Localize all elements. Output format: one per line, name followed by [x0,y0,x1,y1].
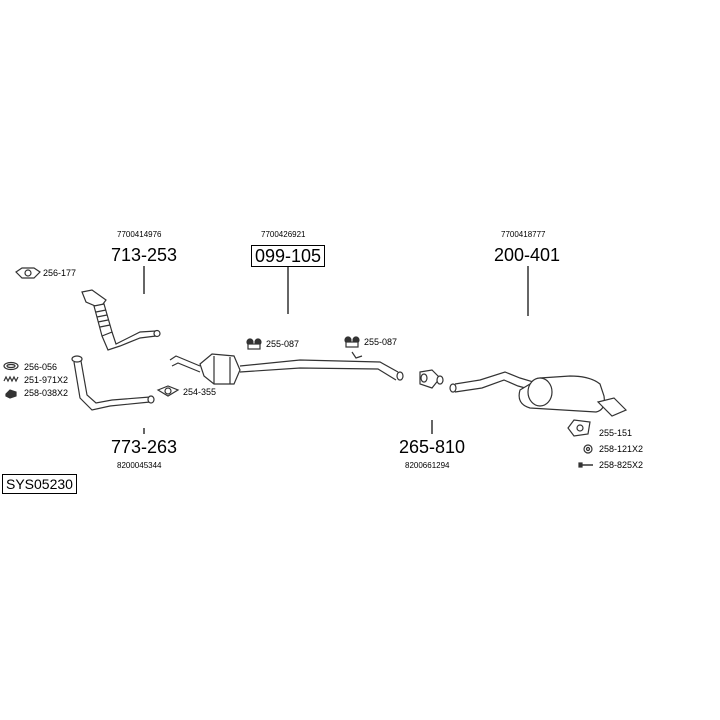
front-pipe-773-263[interactable] [71,355,155,411]
accessory-code[interactable]: 258-038X2 [24,388,69,398]
part-number-265-810[interactable]: 265-810 [399,437,466,457]
clamp-icon [156,385,180,397]
part-number-200-401[interactable]: 200-401 [494,245,561,265]
exhaust-hanger-icon [351,351,363,359]
rubber-mount-icon [344,336,360,348]
accessory-code[interactable]: 258-825X2 [599,460,644,470]
accessory-code[interactable]: 251-971X2 [24,375,69,385]
spring-icon [3,375,19,383]
accessory-code[interactable]: 256-177 [43,268,77,278]
accessory-code[interactable]: 255-151 [599,428,633,438]
washer-icon [583,444,593,454]
accessory-code[interactable]: 258-121X2 [599,444,644,454]
accessory-code[interactable]: 254-355 [183,387,217,397]
catalytic-converter-099-105[interactable] [169,353,404,385]
oem-number-713-253: 7700414976 [117,230,162,239]
rubber-mount-icon [246,338,262,350]
front-pipe-713-253[interactable] [81,289,161,351]
ring-icon [3,361,19,371]
oem-number-773-263: 8200045344 [117,461,162,470]
rear-silencer-200-401[interactable] [449,371,628,417]
oem-number-200-401: 7700418777 [501,230,546,239]
part-number-099-105[interactable]: 099-105 [251,245,326,267]
accessory-code[interactable]: 256-056 [24,362,58,372]
system-code-label: SYS05230 [2,474,77,494]
oem-number-099-105: 7700426921 [261,230,306,239]
gasket-icon [15,267,41,279]
part-number-713-253[interactable]: 713-253 [111,245,178,265]
connector-pipe-265-810[interactable] [419,369,444,389]
accessory-code[interactable]: 255-087 [364,337,398,347]
part-number-773-263[interactable]: 773-263 [111,437,178,457]
accessory-code[interactable]: 255-087 [266,339,300,349]
bracket-icon [567,419,591,437]
bolt-icon [578,462,593,468]
nut-icon [5,389,17,399]
oem-number-265-810: 8200661294 [405,461,450,470]
